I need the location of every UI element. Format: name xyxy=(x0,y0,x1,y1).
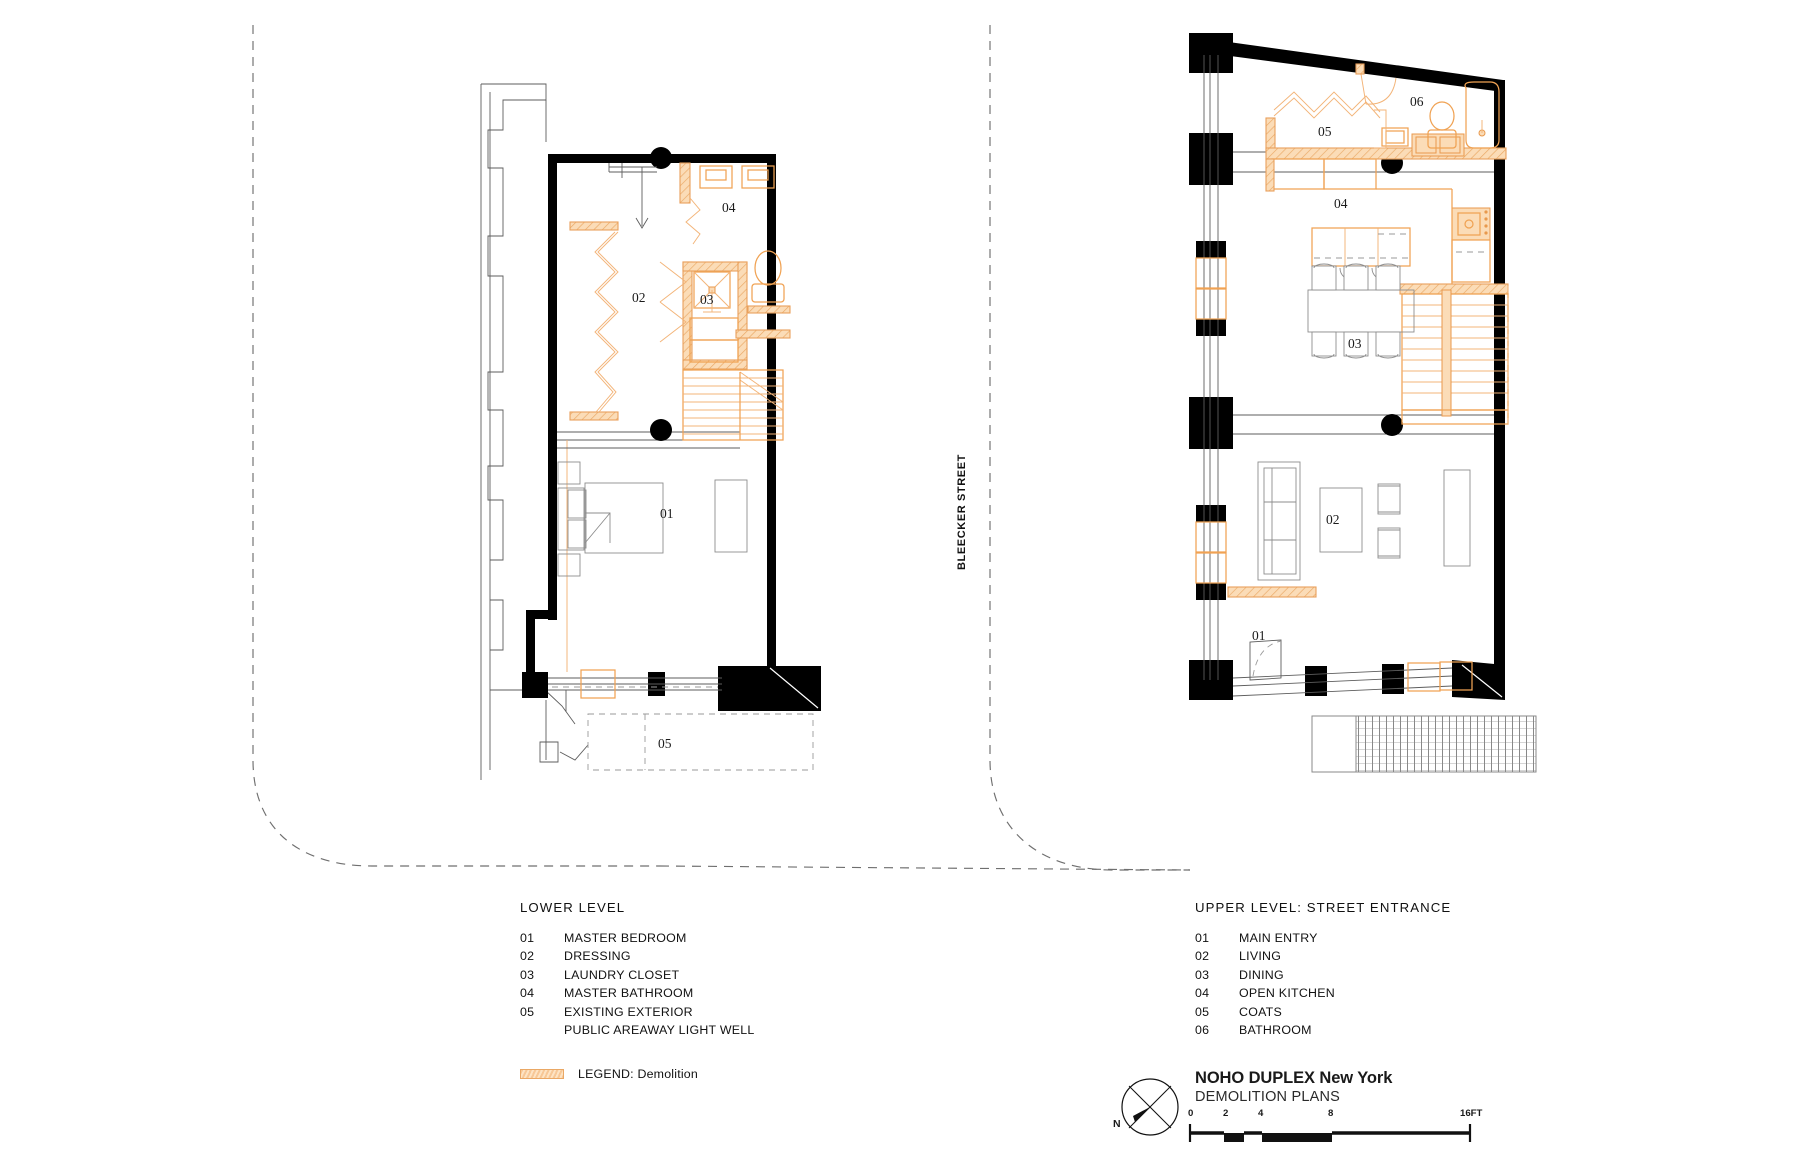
title-block: NOHO DUPLEX New York DEMOLITION PLANS xyxy=(1195,1069,1393,1106)
upper-sidewalk-grate xyxy=(1311,715,1537,773)
north-arrow xyxy=(1115,1072,1185,1142)
lower-demolition-elements xyxy=(566,162,791,672)
upper-room-tag-05: 05 xyxy=(1318,124,1332,139)
room-number: 06 xyxy=(1195,1022,1210,1037)
demolition-swatch-icon xyxy=(520,1069,564,1080)
legend-row: 06 BATHROOM xyxy=(1195,1023,1335,1041)
boundary-lines xyxy=(252,25,1191,871)
room-number: 03 xyxy=(1195,967,1210,982)
lower-room-tag-01: 01 xyxy=(660,506,674,521)
scale-tick-0: 0 xyxy=(1188,1108,1194,1119)
room-name: DRESSING xyxy=(564,949,631,964)
coffee-table xyxy=(1319,487,1363,553)
lower-south-glazing xyxy=(548,669,722,699)
room-name: DINING xyxy=(1239,967,1284,982)
upper-room-tag-04: 04 xyxy=(1334,196,1348,211)
scale-tick-4: 4 xyxy=(1258,1108,1264,1119)
console xyxy=(1443,469,1471,567)
upper-level-legend: UPPER LEVEL: STREET ENTRANCE 01 MAIN ENT… xyxy=(1195,900,1451,1041)
room-number: 03 xyxy=(520,967,535,982)
lower-overhead-features xyxy=(608,147,672,441)
project-title: NOHO DUPLEX New York xyxy=(1195,1069,1393,1087)
room-number: 04 xyxy=(520,986,535,1001)
lower-room-schedule: 01 MASTER BEDROOM 02 DRESSING 03 LAUNDRY… xyxy=(520,931,755,1041)
lower-room-tag-04: 04 xyxy=(722,200,736,215)
legend-row: 03 LAUNDRY CLOSET xyxy=(520,968,755,986)
legend-row: 01 MASTER BEDROOM xyxy=(520,931,755,949)
upper-demo-stair xyxy=(1399,283,1509,425)
room-number-blank xyxy=(520,1023,564,1041)
legend-row: 01 MAIN ENTRY xyxy=(1195,931,1335,949)
upper-room-tag-02: 02 xyxy=(1326,512,1340,527)
room-name: MASTER BATHROOM xyxy=(564,986,694,1001)
room-name: COATS xyxy=(1239,1004,1283,1019)
room-number: 01 xyxy=(1195,931,1210,945)
room-number: 01 xyxy=(520,931,535,945)
demolition-key-label: LEGEND: Demolition xyxy=(578,1067,698,1082)
scale-end-label: 16FT xyxy=(1460,1108,1483,1119)
legend-row: 03 DINING xyxy=(1195,968,1335,986)
lower-level-plan: 01 02 03 04 05 xyxy=(480,83,821,780)
legend-row-continuation: PUBLIC AREAWAY LIGHT WELL xyxy=(520,1023,755,1041)
room-number: 04 xyxy=(1195,986,1210,1001)
legend-row: 02 LIVING xyxy=(1195,949,1335,967)
room-number: 05 xyxy=(1195,1004,1210,1019)
lower-existing-exterior-outline xyxy=(480,83,589,780)
legend-row: 04 MASTER BATHROOM xyxy=(520,986,755,1004)
room-name: BATHROOM xyxy=(1239,1022,1312,1037)
upper-room-tag-03: 03 xyxy=(1348,336,1362,351)
lower-room-tag-02: 02 xyxy=(632,290,646,305)
lower-room-tag-03: 03 xyxy=(700,292,714,307)
room-name: OPEN KITCHEN xyxy=(1239,986,1335,1001)
room-name: MASTER BEDROOM xyxy=(564,931,687,945)
room-number: 02 xyxy=(1195,949,1210,964)
lower-room-tag-05: 05 xyxy=(658,736,672,751)
room-name: LAUNDRY CLOSET xyxy=(564,967,680,982)
room-name: LIVING xyxy=(1239,949,1282,964)
upper-furniture xyxy=(1257,227,1471,581)
lower-bedroom-furniture xyxy=(557,447,748,577)
room-name-continued: PUBLIC AREAWAY LIGHT WELL xyxy=(564,1022,755,1037)
upper-structural-walls xyxy=(1189,33,1505,700)
legend-row: 02 DRESSING xyxy=(520,949,755,967)
lower-level-title: LOWER LEVEL xyxy=(520,900,626,915)
upper-column-dot-mid xyxy=(1381,414,1403,436)
north-label: N xyxy=(1113,1118,1121,1130)
sheet-title: DEMOLITION PLANS xyxy=(1195,1089,1341,1106)
room-name: EXISTING EXTERIOR xyxy=(564,1004,693,1019)
lower-demo-stair xyxy=(682,369,784,441)
street-label-group: BLEECKER STREET xyxy=(956,454,968,570)
upper-demolition-elements xyxy=(1227,63,1509,598)
upper-level-plan: 01 02 03 04 05 06 xyxy=(1189,33,1537,773)
sofa xyxy=(1257,461,1301,581)
upper-entry xyxy=(1232,639,1473,697)
legend-row: 05 EXISTING EXTERIOR xyxy=(520,1005,755,1023)
dining-chairs xyxy=(1311,263,1401,359)
legend-row: 04 OPEN KITCHEN xyxy=(1195,986,1335,1004)
upper-room-tag-01: 01 xyxy=(1252,628,1266,643)
demolition-key: LEGEND: Demolition xyxy=(520,1067,755,1081)
upper-room-schedule: 01 MAIN ENTRY 02 LIVING 03 DINING 04 OPE… xyxy=(1195,931,1335,1041)
lower-level-legend: LOWER LEVEL 01 MASTER BEDROOM 02 DRESSIN… xyxy=(520,900,755,1081)
legend-row: 05 COATS xyxy=(1195,1005,1335,1023)
bleecker-street-label: BLEECKER STREET xyxy=(956,454,968,570)
room-number: 02 xyxy=(520,949,535,964)
scale-tick-8: 8 xyxy=(1328,1108,1334,1119)
lower-light-well xyxy=(539,700,814,771)
dining-table xyxy=(1307,289,1415,333)
room-number: 05 xyxy=(520,1004,535,1019)
upper-curtain-wall xyxy=(1195,55,1227,680)
scale-tick-2: 2 xyxy=(1223,1108,1229,1119)
room-name: MAIN ENTRY xyxy=(1239,931,1318,945)
upper-room-tag-06: 06 xyxy=(1410,94,1424,109)
upper-level-title: UPPER LEVEL: STREET ENTRANCE xyxy=(1195,900,1452,915)
